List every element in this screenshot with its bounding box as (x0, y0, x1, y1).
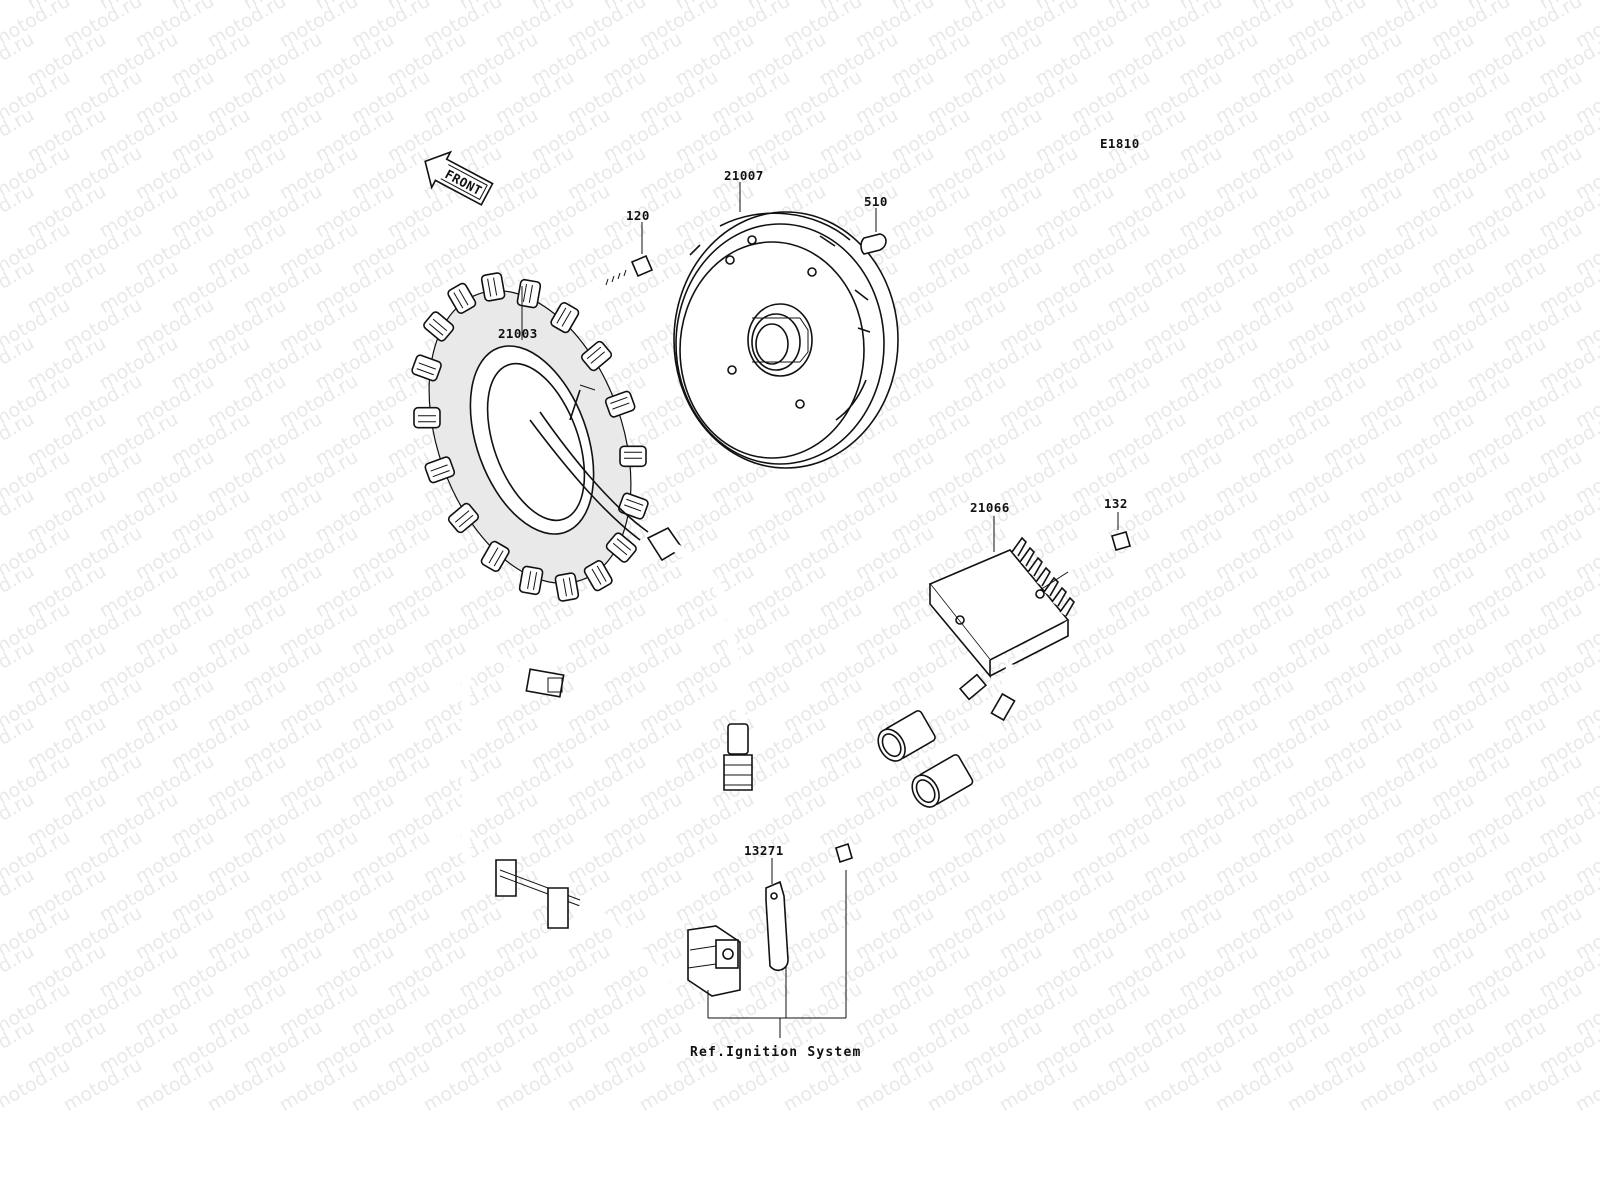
label-21007: 21007 (724, 168, 764, 183)
stator-tooth (583, 560, 613, 592)
stator-winding-line (453, 289, 469, 309)
stator-winding-line (612, 538, 632, 556)
stator-winding-line (522, 283, 533, 303)
stator-harness (646, 526, 753, 791)
regulator-fin (1059, 596, 1075, 617)
stator-tooth (447, 282, 477, 314)
regulator-fin (1019, 546, 1035, 567)
stator-winding-line (417, 415, 436, 423)
regulator-fin (1035, 566, 1051, 587)
pickup-coil (687, 925, 741, 997)
stator-tooth (516, 278, 542, 309)
label-21066: 21066 (970, 500, 1010, 515)
stator-tooth (413, 406, 441, 429)
stator-tooth (580, 340, 613, 372)
label-132: 132 (1104, 496, 1128, 511)
label-13271: 13271 (744, 843, 784, 858)
stator-winding-line (624, 451, 643, 459)
stator-tooth (447, 502, 480, 534)
reference-label: Ref.Ignition System (690, 1045, 862, 1060)
stator-tooth (518, 565, 544, 596)
part-21007-rotor (673, 182, 899, 469)
stator-tooth (605, 532, 637, 563)
label-21003: 21003 (498, 326, 538, 341)
stator-tooth (411, 354, 442, 382)
diagram-code: E1810 (1100, 136, 1140, 151)
stator-tooth (423, 311, 455, 342)
part-21066-regulator (877, 516, 1075, 808)
stator-winding-line (591, 565, 607, 585)
regulator-fin (1027, 556, 1043, 577)
stator-tooth (619, 445, 647, 468)
stator-winding-line (487, 277, 498, 297)
part-13271-plate (765, 858, 789, 972)
stator-winding-line (556, 307, 572, 327)
part-120-bolt (599, 222, 654, 290)
stator-tooth (618, 492, 649, 520)
part-510-key (860, 208, 887, 255)
regulator-fin (1011, 536, 1027, 557)
stator-winding-line (527, 571, 538, 591)
stator-tooth (480, 540, 510, 572)
stator-tooth (550, 302, 580, 334)
stator-winding-line (428, 318, 448, 336)
regulator-fin (1051, 586, 1067, 607)
label-120: 120 (626, 208, 650, 223)
stator-winding-line (562, 577, 573, 597)
stator-tooth (604, 390, 636, 418)
label-510: 510 (864, 194, 888, 209)
stator-tooth (480, 272, 506, 302)
stator-winding-line (430, 464, 450, 478)
part-132-bolt (1039, 512, 1131, 591)
stator-winding-line (488, 547, 504, 567)
stator-winding-line (586, 346, 606, 364)
stator-winding-line (624, 498, 644, 512)
part-21003-stator (411, 272, 649, 602)
stator-tooth (554, 572, 580, 602)
pickup-bolt (819, 842, 853, 872)
reference-bracket (707, 870, 847, 1038)
stator-winding-line (416, 362, 436, 376)
stator-tooth (424, 456, 456, 484)
stator-winding-line (454, 510, 474, 528)
stator-winding-line (610, 396, 630, 410)
pickup-harness (461, 651, 673, 986)
watermark-layer: motod.rumotod.rumotod.rumotod.rumotod.ru… (0, 0, 1600, 1116)
